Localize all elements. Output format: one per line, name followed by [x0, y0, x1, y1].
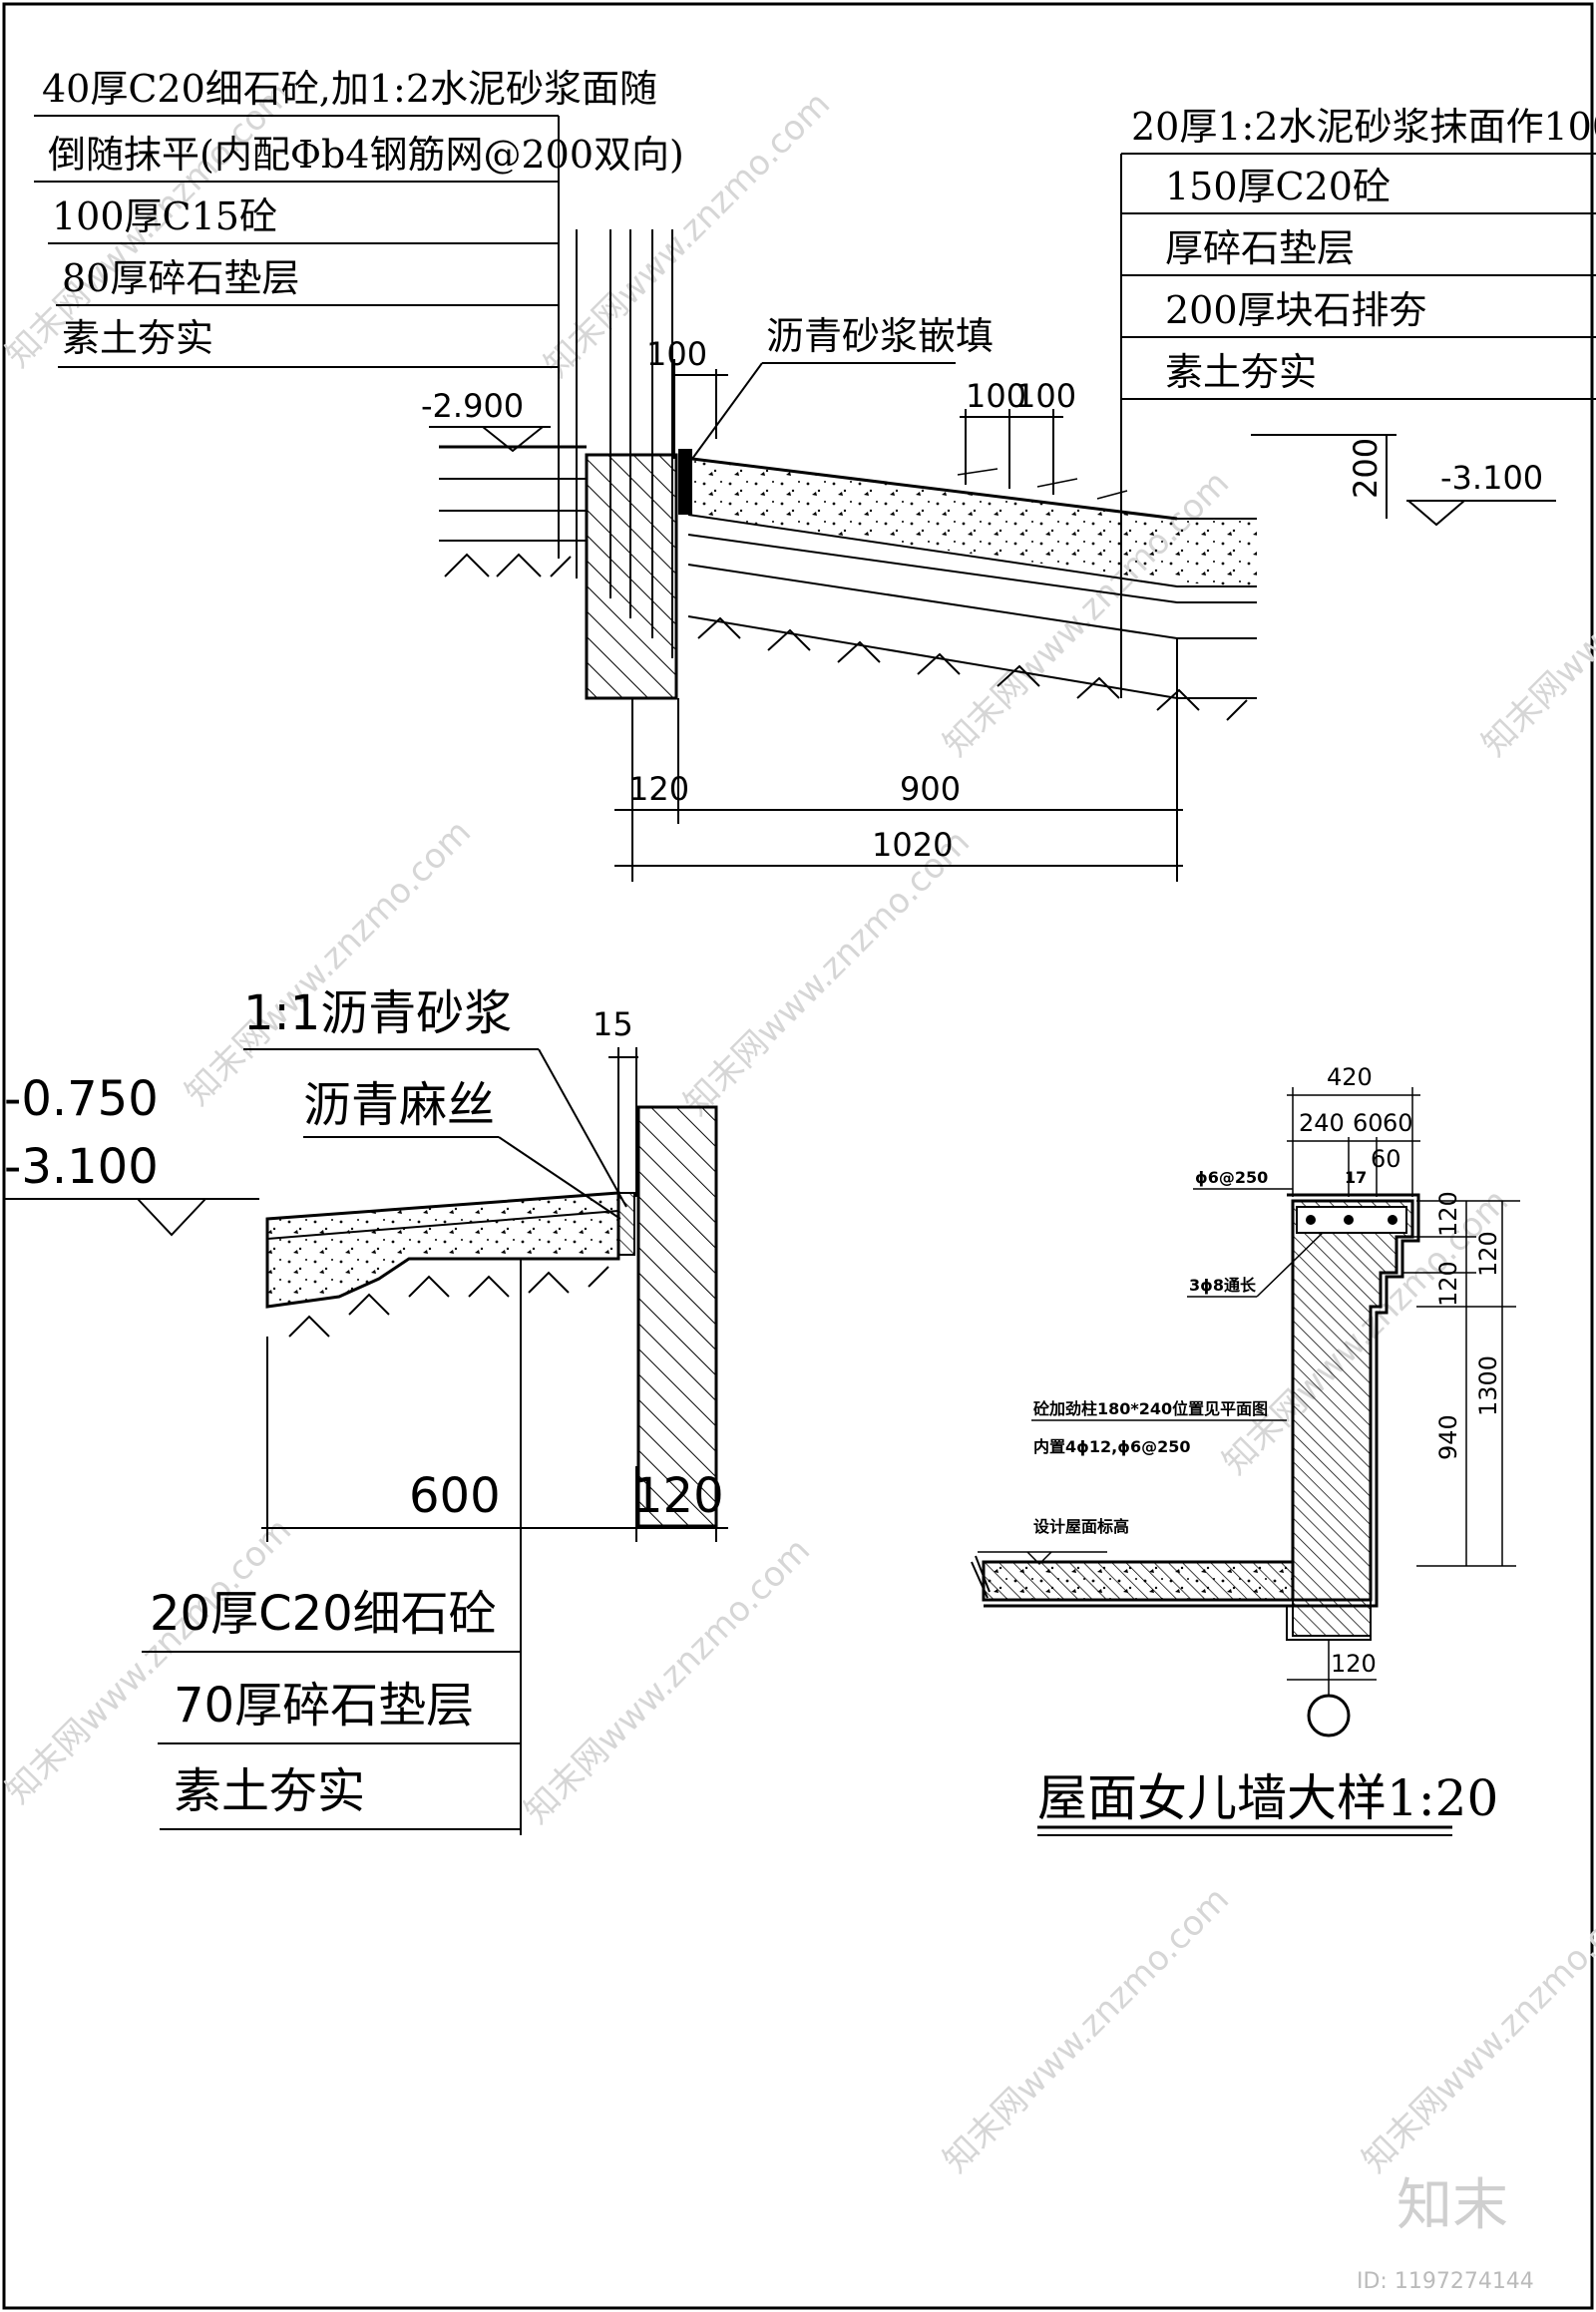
joint-filler: [678, 449, 692, 515]
detail-title: 屋面女儿墙大样1:20: [1037, 1769, 1498, 1827]
dimension-label: 900: [900, 770, 961, 808]
dimension-label: 940: [1434, 1414, 1462, 1460]
layer-label: 70厚碎石垫层: [174, 1678, 474, 1734]
dimension-label: 100: [966, 377, 1026, 415]
watermark-text: 知末网www.znzmo.com: [178, 812, 479, 1113]
wall-section: [585, 453, 678, 700]
detail-top: 40厚C20细石砼,加1:2水泥砂浆面随 倒随抹平(内配Φb4钢筋网@200双向…: [34, 67, 1596, 882]
dimension-label: 60: [1371, 1145, 1401, 1173]
layer-label: 100厚C15砼: [52, 194, 277, 238]
layer-label: 80厚碎石垫层: [62, 256, 299, 300]
dimension-label: 1020: [872, 826, 953, 864]
axis-bubble: [1307, 1694, 1351, 1737]
detail-parapet: 420 240 60 60 60 17 ϕ6@250 3ϕ8通长 砼加劲柱180…: [971, 1063, 1520, 1836]
dimension-label: 1300: [1474, 1355, 1502, 1416]
elevation-label: -3.100: [1440, 459, 1543, 497]
slab-section: [265, 1191, 620, 1309]
dimension-label: 120: [1331, 1650, 1377, 1678]
detail-mid: 1:1沥青砂浆 沥青麻丝 15 -0.750 -3.100 600 120 20…: [4, 985, 728, 1835]
layer-label: 素土夯实: [62, 316, 213, 360]
parapet-section: [1291, 1199, 1414, 1602]
watermark-text: 知末网www.znzmo.com: [936, 1879, 1237, 2180]
annotation-label: 沥青麻丝: [303, 1077, 495, 1133]
roof-slab: [982, 1560, 1295, 1602]
dimension-label: 200: [1347, 438, 1385, 499]
elevation-label: -0.750: [4, 1071, 159, 1127]
layer-label: 20厚1:2水泥砂浆抹面作100宽8深: [1131, 105, 1596, 149]
dimension-label: 420: [1327, 1063, 1373, 1091]
watermark-logo: 知末: [1396, 2173, 1508, 2238]
dimension-label: 120: [628, 770, 689, 808]
dimension-label: 600: [409, 1468, 501, 1524]
elevation-label: -2.900: [421, 387, 524, 425]
layer-label: 素土夯实: [1165, 350, 1317, 394]
callout-label: 沥青砂浆嵌填: [766, 314, 994, 358]
layer-label: 200厚块石排夯: [1165, 288, 1427, 332]
watermark-text: 知末网www.znzmo.com: [1355, 1879, 1596, 2180]
column-note: 内置4ϕ12,ϕ6@250: [1033, 1437, 1191, 1456]
layer-label: 20厚C20细石砼: [150, 1586, 497, 1642]
wall-section: [636, 1105, 718, 1528]
dimension-label: 15: [593, 1005, 633, 1043]
dimension-label: 60: [1383, 1109, 1413, 1137]
layer-label: 素土夯实: [174, 1763, 365, 1819]
layer-label: 40厚C20细石砼,加1:2水泥砂浆面随: [42, 67, 657, 111]
layer-label: 150厚C20砼: [1165, 165, 1391, 208]
dimension-label: 120: [632, 1468, 724, 1524]
dimension-label: 17: [1345, 1168, 1367, 1187]
watermark-text: 知末网www.znzmo.com: [517, 1530, 818, 1831]
layer-label: 厚碎石垫层: [1165, 226, 1355, 270]
joint-filler: [617, 1192, 635, 1256]
layer-label: 倒随抹平(内配Φb4钢筋网@200双向): [48, 133, 684, 177]
column-note: 砼加劲柱180*240位置见平面图: [1033, 1399, 1268, 1418]
annotation-label: 1:1沥青砂浆: [243, 985, 512, 1041]
roof-level-note: 设计屋面标高: [1033, 1517, 1129, 1536]
dimension-label: 60: [1353, 1109, 1384, 1137]
dimension-label: 120: [1474, 1231, 1502, 1277]
dimension-label: 120: [1434, 1261, 1462, 1307]
dimension-label: 240: [1299, 1109, 1345, 1137]
rebar-note: 3ϕ8通长: [1189, 1276, 1257, 1295]
rebar-note: ϕ6@250: [1195, 1168, 1268, 1187]
elevation-label: -3.100: [4, 1139, 159, 1195]
dimension-label: 100: [1015, 377, 1076, 415]
watermark-text: 知末网www.znzmo.com: [676, 822, 978, 1123]
watermark-text: 知末网www.znzmo.com: [1474, 463, 1596, 764]
dimension-label: 100: [646, 335, 707, 373]
watermark-id: ID: 1197274144: [1357, 2269, 1534, 2294]
dimension-label: 120: [1434, 1191, 1462, 1237]
